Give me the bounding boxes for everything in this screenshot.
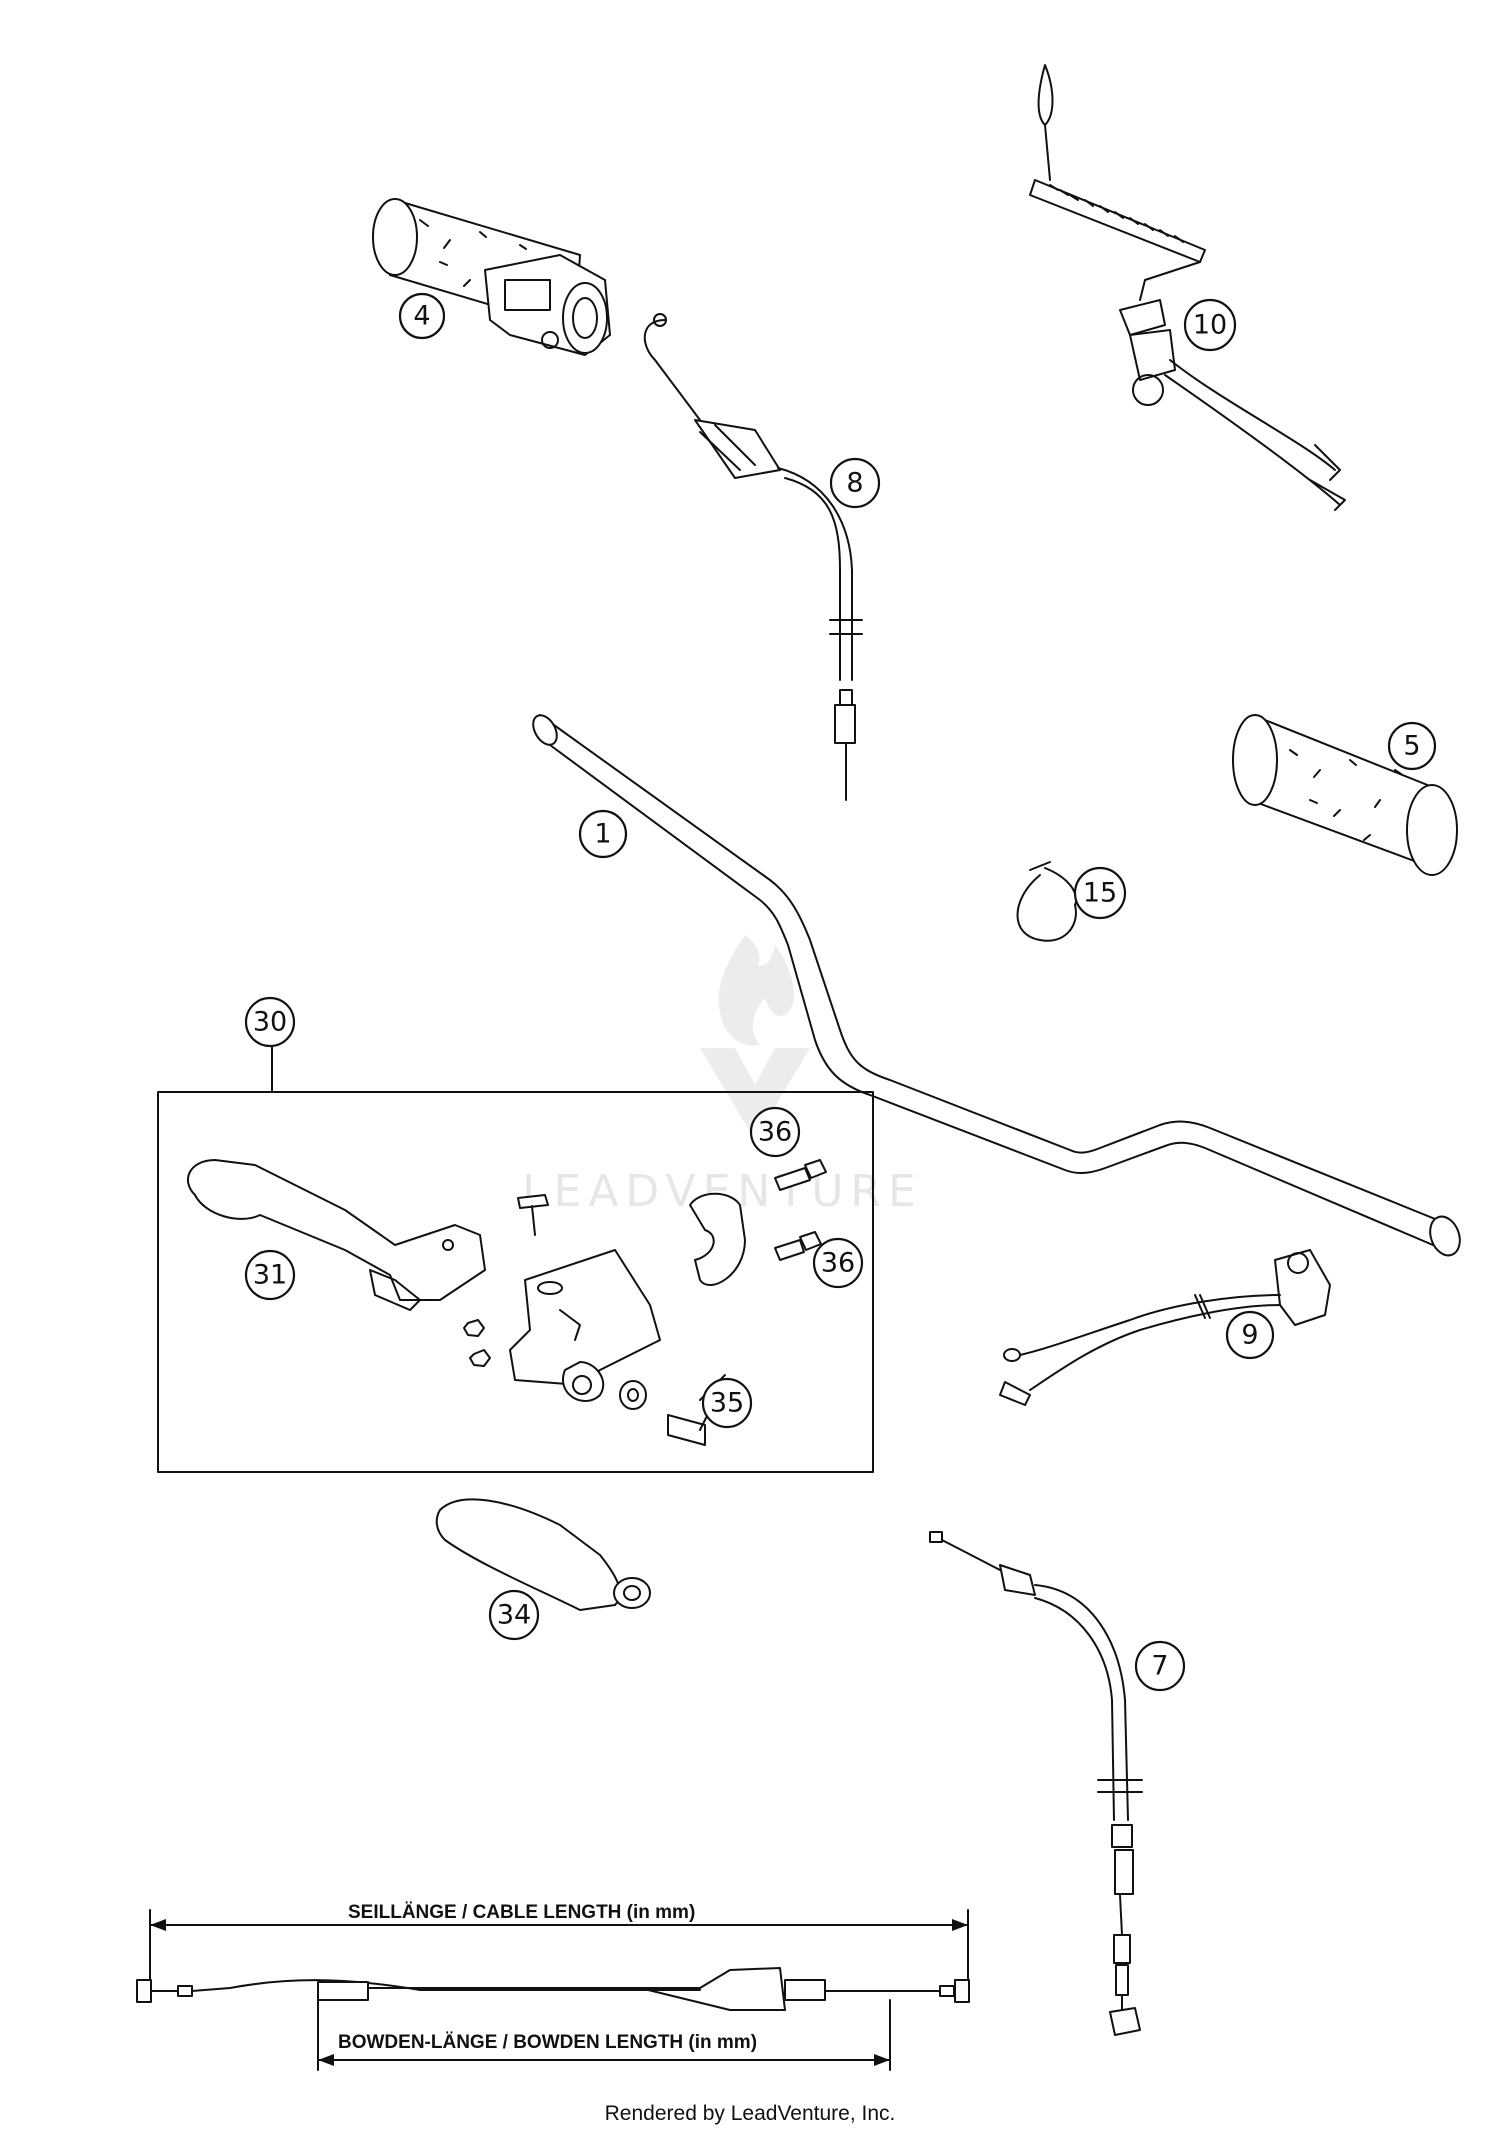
svg-text:35: 35 — [710, 1388, 744, 1419]
svg-text:4: 4 — [413, 301, 430, 332]
clutch-cable — [929, 1531, 1143, 2036]
callout-15: 15 — [1073, 866, 1127, 920]
svg-text:9: 9 — [1241, 1320, 1258, 1351]
callout-7: 7 — [1134, 1640, 1186, 1692]
svg-text:36: 36 — [758, 1117, 792, 1148]
callout-5: 5 — [1387, 721, 1437, 771]
cable-length-label: SEILLÄNGE / CABLE LENGTH (in mm) — [348, 1902, 695, 1923]
callout-10: 10 — [1183, 298, 1237, 352]
throttle-cable — [643, 313, 863, 801]
callout-8: 8 — [829, 457, 881, 509]
svg-text:7: 7 — [1151, 1651, 1168, 1682]
svg-text:5: 5 — [1403, 731, 1420, 762]
svg-text:34: 34 — [497, 1600, 531, 1631]
throttle-grip — [372, 198, 611, 356]
brake-lever-group — [157, 1039, 874, 1473]
cable-length-diagram: SEILLÄNGE / CABLE LENGTH (in mm) BOWDEN-… — [136, 1902, 970, 2071]
callout-31: 31 — [244, 1249, 296, 1301]
svg-text:15: 15 — [1083, 878, 1117, 909]
callout-36-top: 36 — [749, 1106, 801, 1158]
cable-clamp — [1016, 861, 1078, 942]
kill-switch-lanyard — [1029, 64, 1346, 511]
svg-text:8: 8 — [846, 468, 863, 499]
handlebar — [532, 714, 1461, 1257]
callout-9: 9 — [1225, 1310, 1275, 1360]
left-grip — [1232, 714, 1458, 876]
callout-30: 30 — [244, 996, 296, 1048]
callout-34: 34 — [488, 1589, 540, 1641]
svg-text:36: 36 — [821, 1248, 855, 1279]
svg-text:10: 10 — [1193, 310, 1227, 341]
kill-switch-button — [999, 1249, 1331, 1406]
group-box — [157, 1091, 874, 1473]
lever-boot — [435, 1498, 651, 1611]
watermark-v-icon — [700, 1048, 810, 1140]
callout-1: 1 — [578, 809, 628, 859]
watermark: LEADVENTURE — [522, 935, 916, 1217]
callout-35: 35 — [701, 1377, 753, 1429]
bowden-length-label: BOWDEN-LÄNGE / BOWDEN LENGTH (in mm) — [338, 2032, 757, 2053]
svg-text:1: 1 — [594, 819, 611, 850]
callout-36-bottom: 36 — [812, 1237, 864, 1289]
footer-credit: Rendered by LeadVenture, Inc. — [605, 2102, 896, 2125]
svg-text:30: 30 — [253, 1007, 287, 1038]
callout-4: 4 — [398, 292, 446, 340]
svg-text:31: 31 — [253, 1260, 287, 1291]
watermark-flame-icon — [718, 935, 795, 1046]
